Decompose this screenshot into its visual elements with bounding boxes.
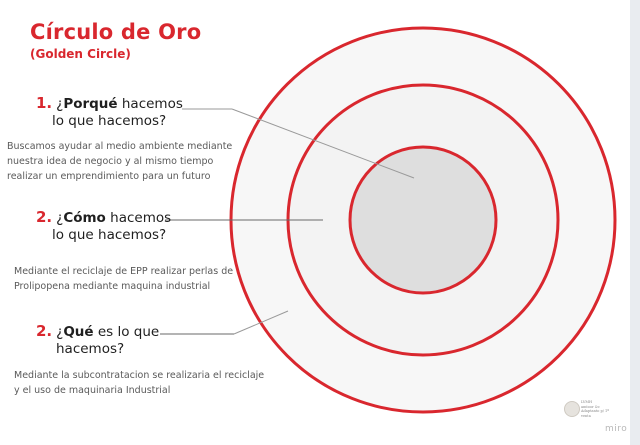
- inner-circle-why[interactable]: [348, 145, 498, 295]
- logo-caption: LVMH amtoor &c Adaptanto p/ 1ª venta: [581, 400, 609, 418]
- description-why: Buscamos ayudar al medio ambiente median…: [7, 141, 233, 182]
- item-number: 1.: [36, 94, 53, 112]
- question-what: 2.¿Qué es lo que hacemos?: [36, 322, 160, 358]
- connector-what-diagonal: [233, 310, 289, 335]
- connector-why-diagonal: [231, 108, 415, 179]
- page-subtitle: (Golden Circle): [30, 47, 131, 61]
- brand-logo-icon: [564, 401, 580, 417]
- description-how: Mediante el reciclaje de EPP realizar pe…: [14, 266, 234, 292]
- keyword-porque: Porqué: [63, 96, 118, 112]
- keyword-como: Cómo: [63, 210, 106, 226]
- item-number: 2.: [36, 208, 53, 226]
- keyword-que: Qué: [63, 324, 94, 340]
- miro-watermark: miro: [605, 424, 628, 434]
- description-what: Mediante la subcontratacion se realizari…: [14, 370, 265, 396]
- question-how: 2.¿Cómo hacemos lo que hacemos?: [36, 208, 172, 244]
- item-number: 2.: [36, 322, 53, 340]
- canvas-scroll-edge[interactable]: [630, 0, 640, 445]
- question-why: 1.¿Porqué hacemos lo que hacemos?: [36, 94, 183, 130]
- page-title: Círculo de Oro: [30, 20, 202, 44]
